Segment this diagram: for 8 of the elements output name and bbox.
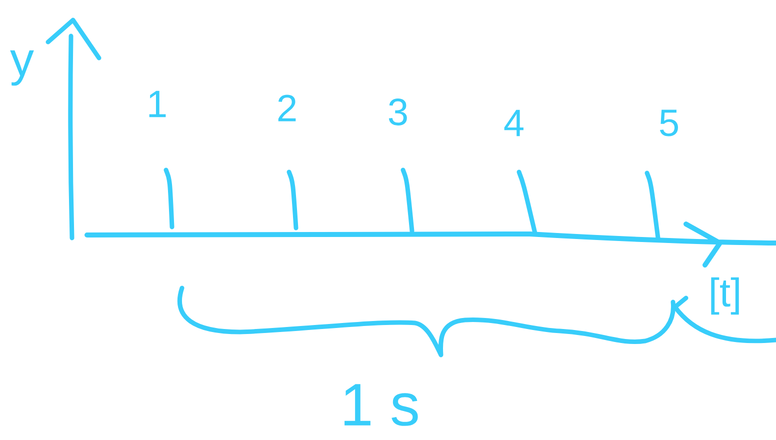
axis-label: y	[10, 50, 34, 86]
tick-label: 5	[660, 110, 678, 136]
tick-label: 2	[278, 94, 296, 122]
tick-label: 1	[149, 90, 166, 118]
axis-label: [t]	[711, 277, 739, 315]
interval-label: 1 s	[344, 384, 418, 426]
tick-label: 4	[504, 110, 524, 136]
tick-label: 3	[388, 98, 407, 126]
